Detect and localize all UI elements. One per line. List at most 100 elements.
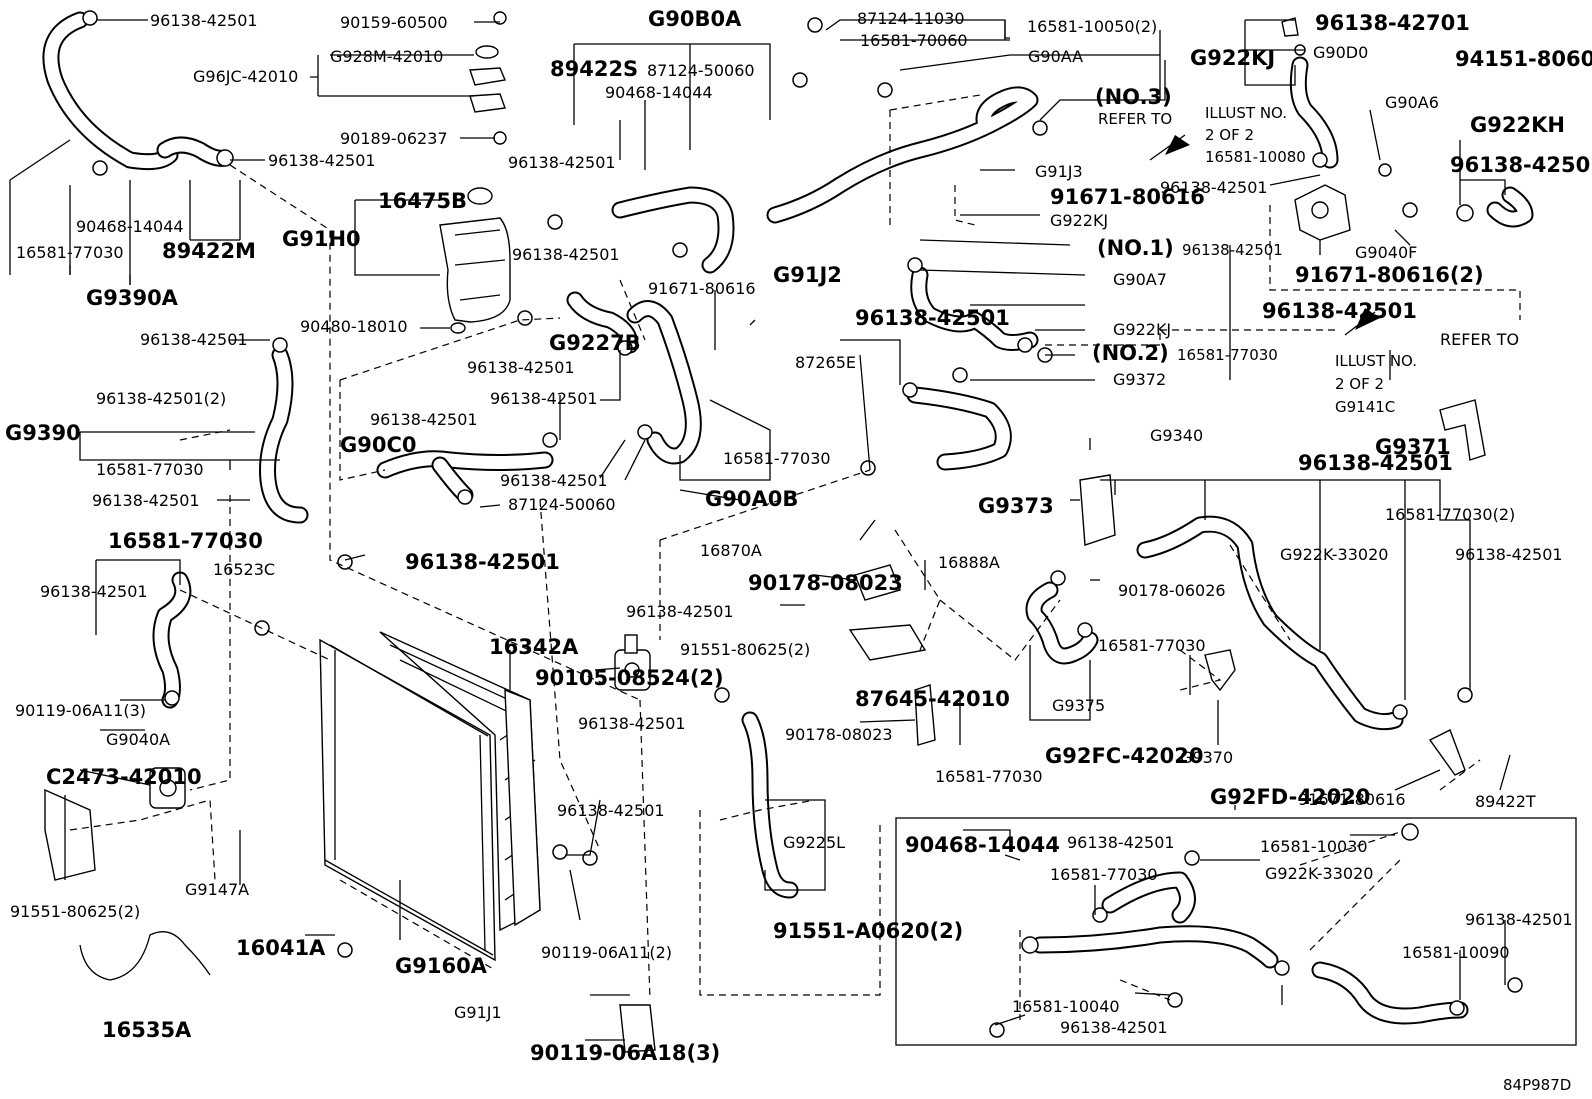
bracket-part (469, 93, 506, 113)
part-label: 89422T (1475, 792, 1536, 811)
sensor-part (1281, 17, 1299, 37)
part-label: 16581-77030 (108, 529, 263, 553)
part-label: G9373 (978, 494, 1054, 518)
part-label: 96138-42501 (1298, 451, 1453, 475)
heater-valve (854, 564, 901, 601)
part-label: (NO.3) (1095, 85, 1172, 109)
part-label: 89422S (550, 57, 638, 81)
part-label: 90468-14044 (605, 83, 713, 102)
part-label: REFER TO (1440, 330, 1519, 349)
bracket-G91J1 (619, 1004, 656, 1053)
part-label: (NO.2) (1092, 341, 1169, 365)
part-label: G9160A (395, 954, 488, 978)
gasket-part (475, 45, 499, 59)
part-label: 90119-06A11(3) (15, 701, 146, 720)
part-label: G922K-33020 (1280, 545, 1388, 564)
clip-part (493, 131, 507, 145)
part-label: ILLUST NO. (1335, 352, 1417, 370)
cap-part (469, 67, 506, 86)
part-label: G9225L (783, 833, 845, 852)
part-label: G91J2 (773, 263, 842, 287)
part-label: G9147A (185, 880, 249, 899)
part-label: G922K-33020 (1265, 864, 1373, 883)
part-label: G928M-42010 (330, 47, 443, 66)
drain-plug (450, 322, 466, 334)
part-label: 87124-11030 (857, 9, 965, 28)
part-label: 91671-80616 (1050, 185, 1205, 209)
part-label: 16581-77030 (1177, 346, 1278, 364)
part-label: G90A0B (705, 487, 798, 511)
part-label: 16535A (102, 1018, 192, 1042)
part-label: 16581-10050(2) (1027, 17, 1157, 36)
part-label: 96138-42501 (140, 330, 248, 349)
part-label: 16581-77030 (1098, 636, 1206, 655)
part-label: 91551-80625(2) (680, 640, 810, 659)
bracket-G9141C (1439, 399, 1486, 461)
bracket-G92FC (1204, 649, 1236, 692)
part-label: G90AA (1028, 47, 1083, 66)
part-label: G9141C (1335, 398, 1395, 416)
part-label: 16581-10040 (1012, 997, 1120, 1016)
arrow-icon (1355, 308, 1380, 330)
part-label: 2 OF 2 (1205, 126, 1254, 144)
part-label: G922KH (1470, 113, 1565, 137)
part-label: G9390A (86, 286, 179, 310)
part-label: ILLUST NO. (1205, 104, 1287, 122)
part-label: 16581-77030 (723, 449, 831, 468)
part-label: 96138-42501(2) (96, 389, 226, 408)
part-label: 16342A (489, 635, 579, 659)
bracket-87645 (914, 684, 936, 746)
part-label: 90119-06A11(2) (541, 943, 672, 962)
part-label: 96138-42501 (490, 389, 598, 408)
part-label: 90159-60500 (340, 13, 448, 32)
part-label: 16581-77030 (935, 767, 1043, 786)
part-label: G90B0A (648, 7, 742, 31)
part-label: 96138-42501 (1465, 910, 1573, 929)
part-label: 16523C (213, 560, 275, 579)
part-label: G9370 (1180, 748, 1233, 767)
part-label: G90A7 (1113, 270, 1167, 289)
bolt-part (493, 11, 507, 25)
part-label: G9372 (1113, 370, 1166, 389)
part-label: 96138-42501 (1160, 178, 1268, 197)
part-label: 90105-08524(2) (535, 666, 724, 690)
leader-lines (9, 19, 1577, 1046)
part-label: 96138-42501 (508, 153, 616, 172)
part-label: G90D0 (1313, 43, 1368, 62)
part-label: 91671-80616(2) (1295, 263, 1484, 287)
part-label: G92FD-42020 (1210, 785, 1370, 809)
part-label: G9340 (1150, 426, 1203, 445)
reservoir-tank (439, 187, 511, 323)
part-label: 96138-42501 (578, 714, 686, 733)
part-label: 16581-10090 (1402, 943, 1510, 962)
part-label: REFER TO (1098, 110, 1172, 128)
part-label: G9227B (549, 331, 641, 355)
radiator (319, 631, 541, 962)
part-label: G92FC-42020 (1045, 744, 1203, 768)
part-label: G9040F (1355, 243, 1417, 262)
part-label: G91H0 (282, 227, 361, 251)
part-label: 16581-70060 (860, 31, 968, 50)
part-label: 91551-A0620(2) (773, 919, 963, 943)
part-label: G9371 (1375, 435, 1451, 459)
diagram-code: 84P987D (1503, 1076, 1571, 1094)
part-label: G922KJ (1113, 320, 1171, 339)
part-label: 16581-10080 (1205, 148, 1306, 166)
part-label: 90178-08023 (748, 571, 903, 595)
part-label: 16475B (378, 189, 467, 213)
part-label: 90189-06237 (340, 129, 448, 148)
part-label: 91551-80625(2) (10, 902, 140, 921)
part-label: G91J1 (454, 1003, 502, 1022)
electric-pump-upper (1294, 184, 1351, 241)
part-label: G9390 (5, 421, 81, 445)
part-label: 16581-77030 (16, 243, 124, 262)
part-label: 96138-42501 (92, 491, 200, 510)
part-label: 87124-50060 (647, 61, 755, 80)
part-label: 96138-42501 (557, 801, 665, 820)
part-label: 91671-80616 (648, 279, 756, 298)
part-label: G922KJ (1190, 46, 1275, 70)
part-label: 2 OF 2 (1335, 375, 1384, 393)
